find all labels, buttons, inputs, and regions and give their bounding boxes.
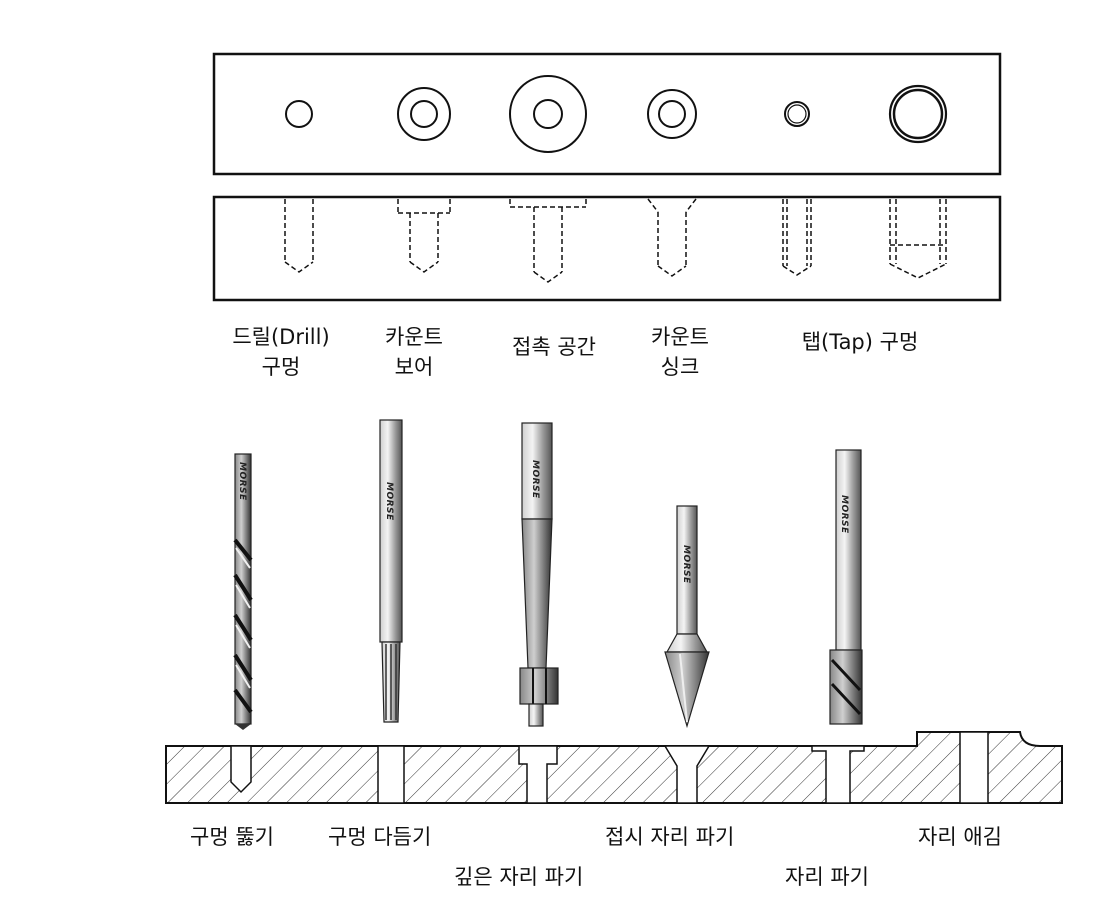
label-contact-space-line1: 접촉 공간 xyxy=(512,335,596,359)
label-drill-hole: 드릴(Drill) 구멍 xyxy=(221,322,341,382)
top-view-plate xyxy=(212,52,1002,176)
label-tap-hole-line1: 탭(Tap) 구멍 xyxy=(801,330,919,354)
side-view-plate xyxy=(212,195,1002,302)
twist-drill-tool: MORSE xyxy=(233,453,253,730)
label-countersink: 카운트 싱크 xyxy=(630,322,730,382)
boss-hole-section xyxy=(959,731,989,804)
label-contact-space: 접촉 공간 xyxy=(490,332,618,362)
countersink-top xyxy=(647,89,697,139)
drill-hole-top xyxy=(285,100,313,128)
countersink-side xyxy=(647,198,697,277)
counterbored-hole-section xyxy=(518,745,558,804)
countersink-tool: MORSE xyxy=(664,505,710,729)
label-spotfacing: 자리 파기 xyxy=(785,865,869,889)
tool-brand-reamer: MORSE xyxy=(384,482,394,521)
label-counterboring: 깊은 자리 파기 xyxy=(454,865,584,889)
label-counterbore-line1: 카운트 xyxy=(385,325,443,349)
label-countersinking: 접시 자리 파기 xyxy=(605,825,735,849)
tap-hole-small-top xyxy=(784,101,810,127)
tap-hole-large-top xyxy=(888,84,948,144)
spotfaced-hole-section xyxy=(811,745,865,804)
tool-brand-spotface: MORSE xyxy=(839,495,849,534)
workpiece-cross-section xyxy=(165,731,1063,804)
label-drill-hole-line2: 구멍 xyxy=(261,355,301,379)
counterbore-side xyxy=(397,199,451,273)
spotface-side xyxy=(509,199,587,283)
reamed-hole-section xyxy=(377,745,405,804)
drilled-hole-section xyxy=(230,745,252,794)
reamer-tool: MORSE xyxy=(379,419,403,723)
drill-hole-side xyxy=(284,199,314,273)
label-counterbore: 카운트 보어 xyxy=(364,322,464,382)
label-tap-hole: 탭(Tap) 구멍 xyxy=(775,327,945,357)
counterbore-top xyxy=(397,87,451,141)
tool-brand-drill: MORSE xyxy=(237,462,247,501)
label-counterbore-line2: 보어 xyxy=(394,355,434,379)
label-drill-hole-line1: 드릴(Drill) xyxy=(232,325,330,349)
tap-hole-small-side xyxy=(782,199,812,276)
countersunk-hole-section xyxy=(663,745,711,804)
label-bossing: 자리 애김 xyxy=(918,825,1002,849)
spotface-top xyxy=(509,75,587,153)
tool-brand-countersink: MORSE xyxy=(681,545,691,584)
label-countersink-line1: 카운트 xyxy=(651,325,709,349)
label-countersink-line2: 싱크 xyxy=(660,355,700,379)
spotface-tool: MORSE xyxy=(829,449,863,725)
counterbore-tool: MORSE xyxy=(519,422,559,727)
label-reaming: 구멍 다듬기 xyxy=(328,825,432,849)
tap-hole-large-side xyxy=(889,199,947,279)
tool-brand-counterbore: MORSE xyxy=(530,460,540,499)
label-drilling: 구멍 뚫기 xyxy=(190,825,274,849)
